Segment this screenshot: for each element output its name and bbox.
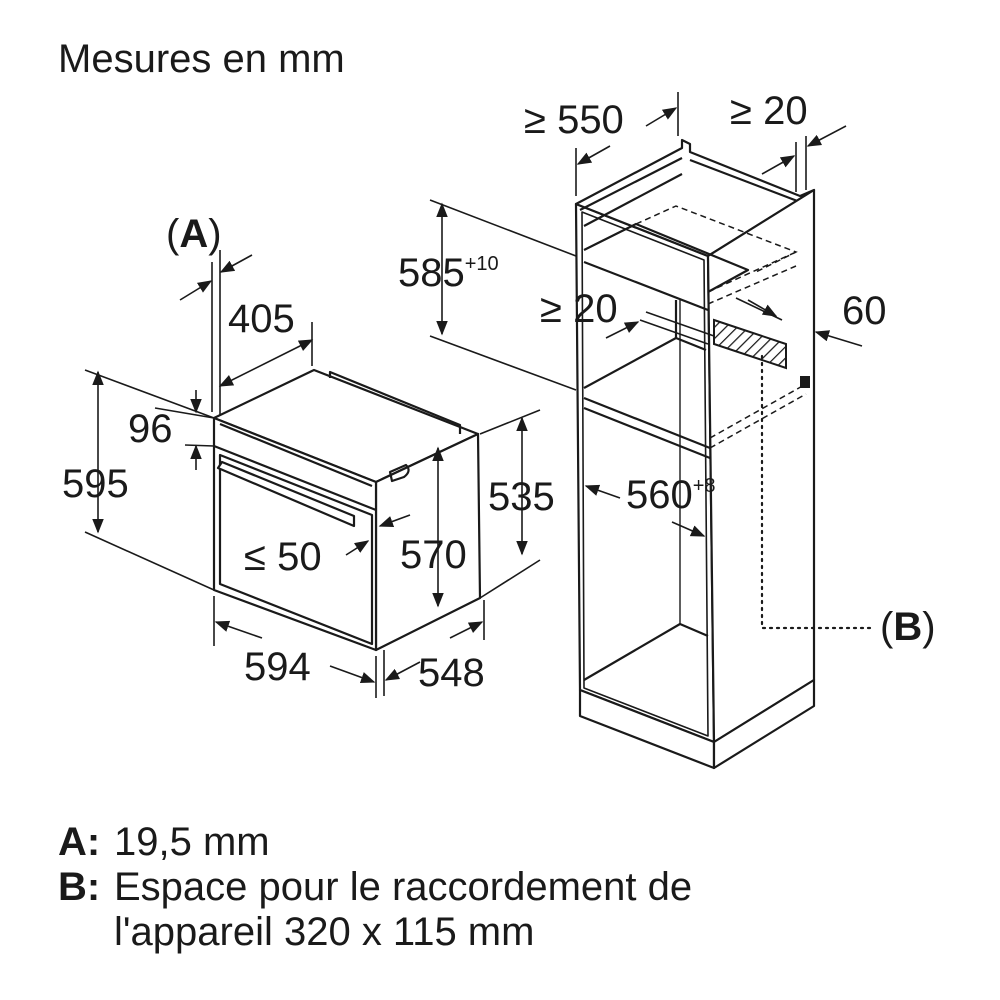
dim-560-label: 560+8 (626, 473, 716, 517)
legend-key-A: A: (58, 820, 101, 864)
dim-ge20-top-label: ≥ 20 (730, 89, 808, 133)
dim-ge550-label: ≥ 550 (524, 98, 624, 142)
dim-le50-arrow-b (345, 540, 370, 556)
dim-96-label: 96 (128, 407, 173, 451)
label-A: (A) (166, 212, 222, 256)
legend: A: 19,5 mm B: Espace pour le raccordemen… (58, 820, 692, 955)
dim-le50-label: ≤ 50 (244, 535, 322, 579)
dim-le50-arrow-a (378, 514, 411, 527)
oven-dimensions (84, 250, 541, 698)
legend-text-A: 19,5 mm (114, 820, 270, 864)
legend-text-B-line2: l'appareil 320 x 115 mm (114, 910, 535, 954)
dim-A-arrow-left (179, 280, 213, 301)
dim-ge20-mid-label: ≥ 20 (540, 287, 618, 331)
dim-ge20top-arrow-right (806, 125, 847, 147)
dim-560-arrow-left (584, 484, 621, 499)
label-B: (B) (880, 605, 936, 649)
oven-drawing (212, 368, 482, 652)
dim-585-label: 585+10 (398, 251, 499, 295)
legend-row-A: A: 19,5 mm (58, 820, 692, 865)
label-B-leader (760, 354, 876, 630)
cabinet-dimensions (429, 92, 863, 537)
dim-ge550-arrow-left (576, 145, 611, 165)
dim-ge20mid-arrow (605, 321, 640, 339)
dim-560-arrow-right (671, 521, 706, 537)
dim-594-arrow-right (329, 665, 376, 683)
oven-handle (216, 460, 356, 528)
cabinet-drawing (574, 138, 816, 770)
dim-535-label: 535 (488, 475, 555, 519)
legend-text-B-line1: Espace pour le raccordement de (114, 865, 693, 909)
dim-548-arrow-right (449, 621, 484, 639)
legend-key-B: B: (58, 865, 101, 909)
dim-548-label: 548 (418, 651, 485, 695)
dim-594-arrow-left (214, 620, 263, 639)
dim-570-label: 570 (400, 533, 467, 577)
dim-ge550-arrow-right (645, 107, 678, 127)
dim-595-label: 595 (62, 462, 129, 506)
page-title: Mesures en mm (58, 37, 345, 81)
cabinet-rear-notch (800, 376, 810, 388)
dim-548-arrow-left (384, 661, 421, 681)
dim-60-arrow-top (747, 299, 778, 317)
cabinet-side (706, 188, 816, 744)
dim-594-label: 594 (244, 645, 311, 689)
dim-ge20top-arrow-left (761, 155, 796, 175)
legend-row-B: B: Espace pour le raccordement de (58, 865, 692, 910)
dim-405-label: 405 (228, 297, 295, 341)
legend-row-B-cont: l'appareil 320 x 115 mm (58, 910, 692, 955)
dim-60-label: 60 (842, 289, 887, 333)
cabinet-hidden-lines (635, 205, 807, 449)
dim-405-line (218, 339, 314, 387)
dim-A-arrow-right (219, 254, 253, 273)
dim-60-arrow-side (814, 330, 863, 347)
